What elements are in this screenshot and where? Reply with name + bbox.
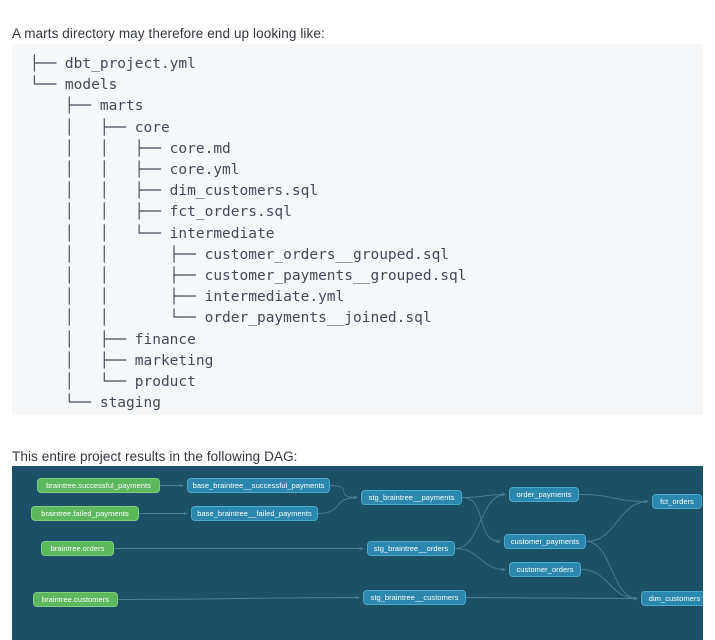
- dag-node-label: braintree.customers: [41, 594, 110, 604]
- dag-edge-base_braintree__successful_payments-to-stg_braintree__payments: [329, 485, 358, 500]
- dag-node-base_braintree__successful_payments[interactable]: base_braintree__successful_payments: [187, 478, 330, 493]
- dag-edge-base_braintree__failed_payments-to-stg_braintree__payments: [317, 495, 358, 514]
- dag-node-label: stg_braintree__customers: [370, 592, 459, 602]
- dag-node-dim_customers[interactable]: dim_customers: [641, 591, 703, 606]
- dag-node-stg_braintree__payments[interactable]: stg_braintree__payments: [361, 490, 462, 505]
- dag-node-label: braintree.failed_payments: [41, 508, 129, 518]
- dag-node-label: fct_orders: [660, 496, 694, 506]
- dag-edge-braintree_customers-to-stg_braintree__customers: [117, 595, 360, 600]
- dag-node-label: order_payments: [516, 489, 572, 499]
- dag-paragraph: This entire project results in the follo…: [12, 448, 298, 464]
- dag-node-label: stg_braintree__orders: [373, 543, 449, 553]
- dag-node-label: braintree.successful_payments: [46, 480, 151, 490]
- dag-node-label: dim_customers: [648, 593, 701, 603]
- dag-node-base_braintree__failed_payments[interactable]: base_braintree__failed_payments: [191, 506, 318, 521]
- dag-edge-stg_braintree__orders-to-customer_orders: [454, 548, 506, 572]
- directory-tree-code-block: ├── dbt_project.yml └── models ├── marts…: [12, 44, 703, 415]
- dag-node-braintree_successful_payments[interactable]: braintree.successful_payments: [37, 478, 160, 493]
- dag-node-label: braintree.orders: [50, 543, 105, 553]
- dag-edge-stg_braintree__payments-to-order_payments: [461, 492, 506, 498]
- dag-node-braintree_customers[interactable]: braintree.customers: [33, 592, 118, 607]
- dag-node-order_payments[interactable]: order_payments: [509, 487, 579, 502]
- dag-node-braintree_failed_payments[interactable]: braintree.failed_payments: [31, 506, 139, 521]
- dag-node-label: customer_orders: [516, 564, 574, 574]
- dag-edge-customer_payments-to-dim_customers: [585, 541, 638, 601]
- dag-diagram-panel[interactable]: braintree.successful_payments braintree.f…: [12, 466, 703, 640]
- dag-edge-stg_braintree__customers-to-dim_customers: [465, 596, 638, 601]
- directory-tree-text: ├── dbt_project.yml └── models ├── marts…: [30, 56, 467, 412]
- dag-edge-customer_orders-to-dim_customers: [580, 569, 638, 601]
- dag-edge-layer: [114, 483, 649, 601]
- dag-node-braintree_orders[interactable]: braintree.orders: [41, 541, 114, 556]
- intro-paragraph: A marts directory may therefore end up l…: [12, 25, 325, 41]
- dag-node-stg_braintree__orders[interactable]: stg_braintree__orders: [367, 541, 455, 556]
- dag-node-label: base_braintree__failed_payments: [197, 508, 312, 518]
- dag-node-label: stg_braintree__payments: [368, 492, 455, 502]
- dag-edge-stg_braintree__orders-to-order_payments: [454, 492, 506, 549]
- dag-node-stg_braintree__customers[interactable]: stg_braintree__customers: [363, 590, 466, 605]
- dag-node-label: customer_payments: [510, 536, 580, 546]
- dag-node-customer_orders[interactable]: customer_orders: [509, 562, 581, 577]
- dag-node-customer_payments[interactable]: customer_payments: [504, 534, 586, 549]
- dag-edge-order_payments-to-fct_orders: [578, 494, 649, 504]
- dag-node-label: base_braintree__successful_payments: [192, 480, 325, 490]
- dag-node-fct_orders[interactable]: fct_orders: [652, 494, 702, 509]
- dag-edge-customer_payments-to-fct_orders: [585, 499, 649, 542]
